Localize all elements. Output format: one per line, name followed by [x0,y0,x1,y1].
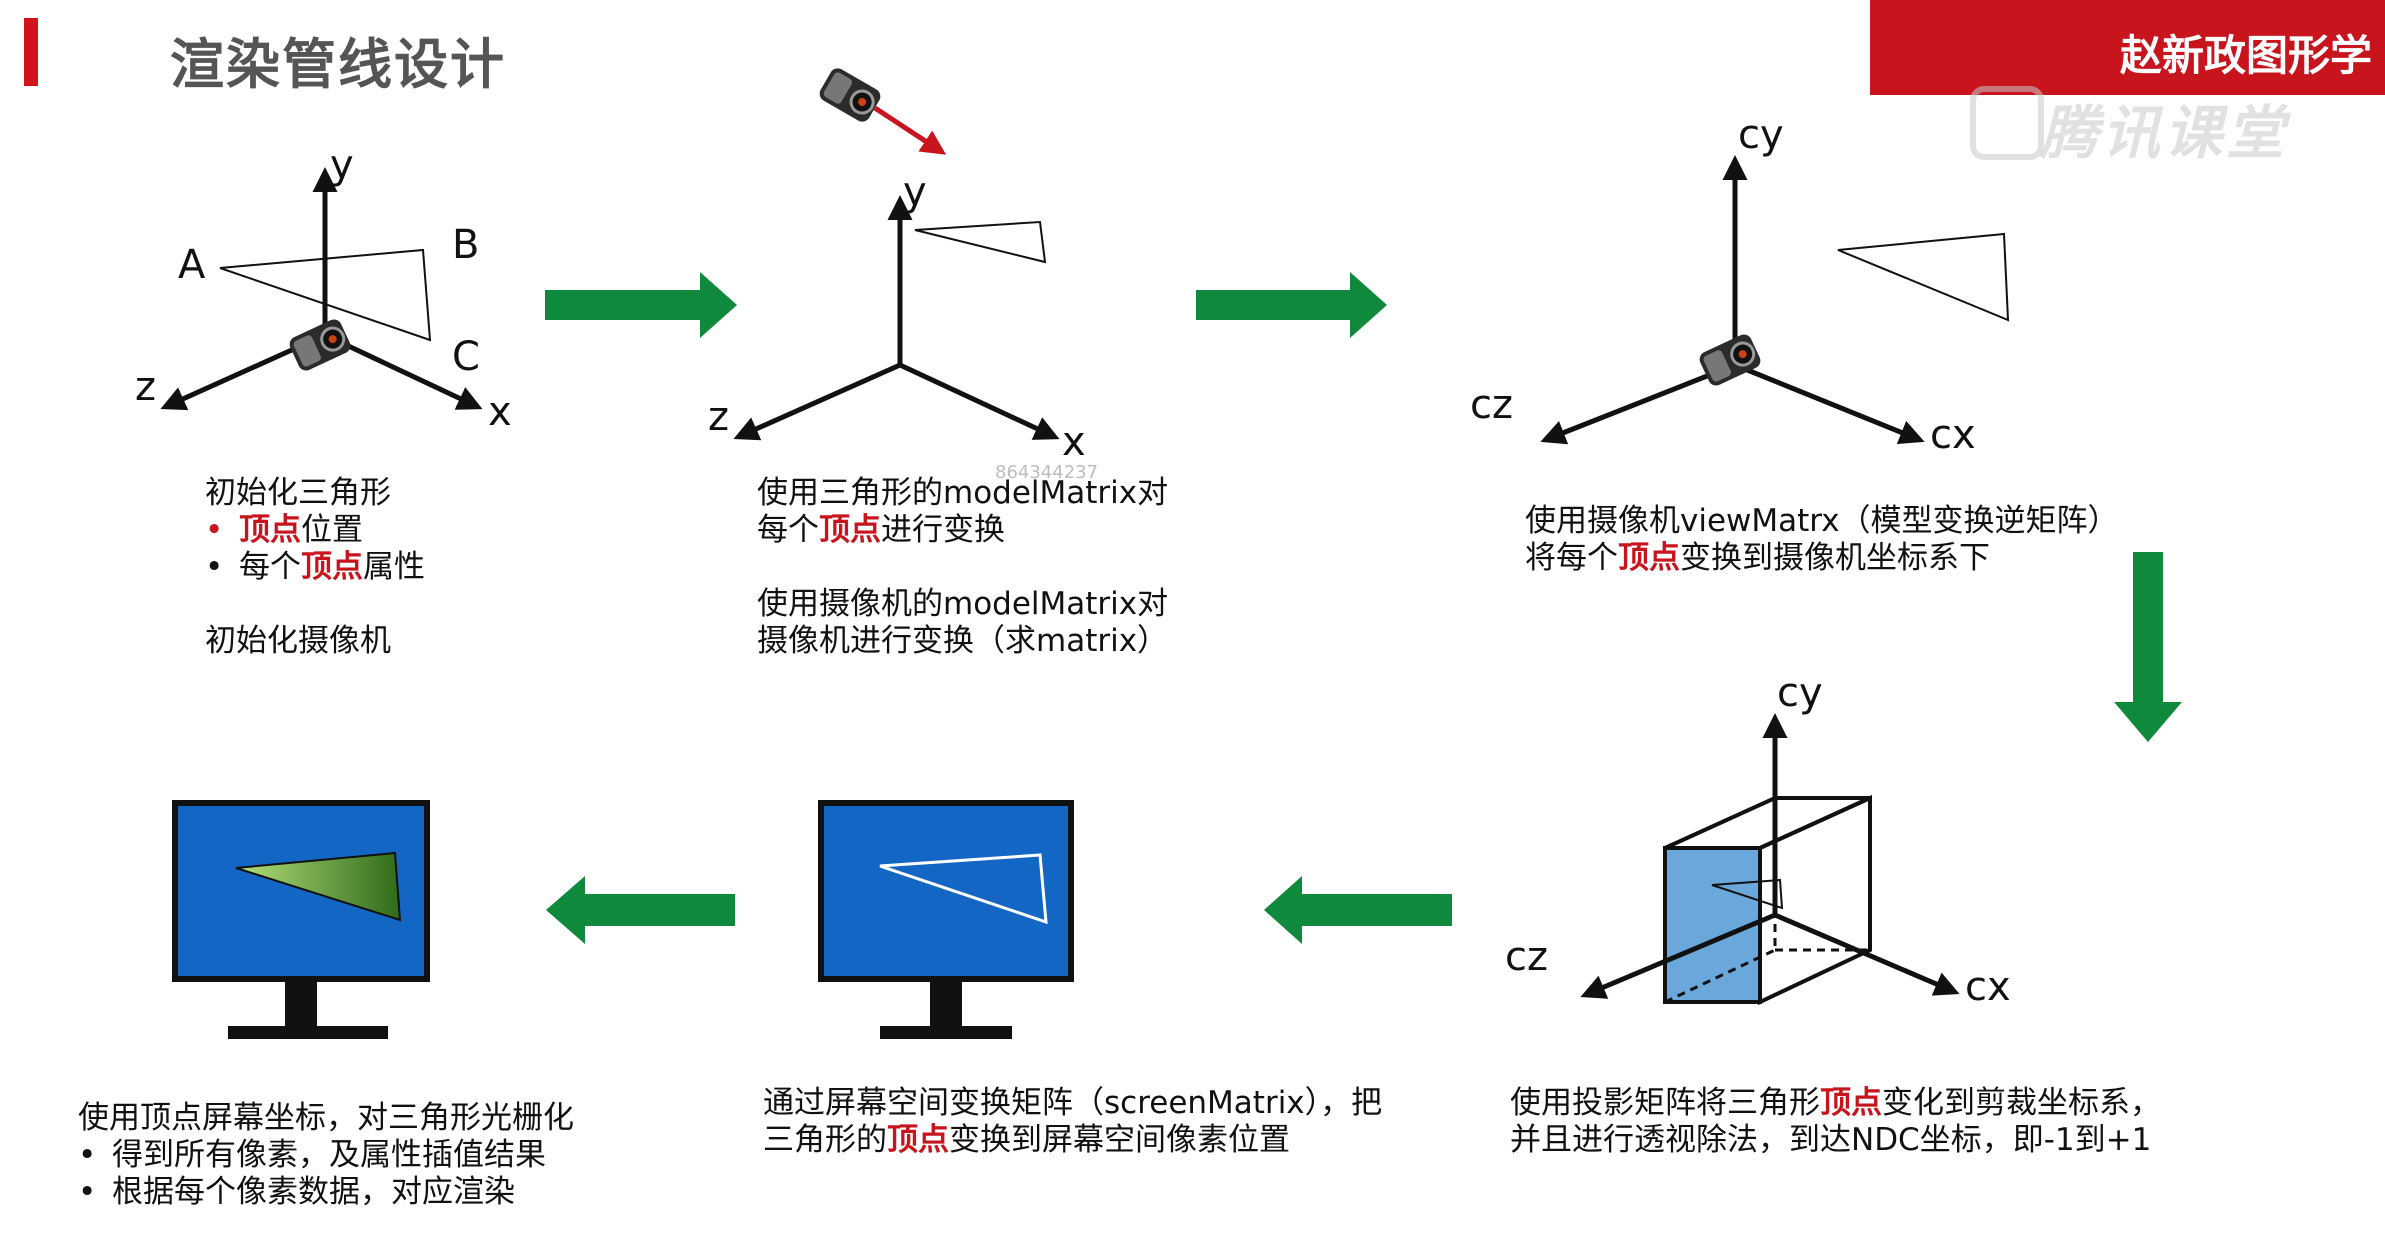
vertex-label-c: C [452,334,480,380]
stage4-y-label: cy [1777,670,1823,716]
green-arrow-down [2114,552,2182,742]
green-arrow-left [546,876,735,944]
stage4-axes: cy cz cx [1505,670,2011,1010]
stage1-z-label: z [135,364,156,410]
stage1-x-axis [323,332,483,410]
watermark-text: 腾讯课堂 [2040,99,2289,167]
stage1-description: 初始化三角形 •顶点位置 •每个顶点属性 初始化摄像机 [205,475,425,660]
id-stamp: 864344237 [995,462,1099,483]
stage4-z-axis [1580,912,1776,999]
stage2-y-label: y [903,169,927,215]
stage2-line1: 使用三角形的modelMatrix对 [757,475,1169,511]
stage2-line4: 摄像机进行变换（求matrix） [757,623,1169,659]
stage4-description: 使用投影矩阵将三角形顶点变化到剪裁坐标系， 并且进行透视除法，到达NDC坐标，即… [1510,1085,2161,1159]
stage2-x-axis [898,362,1060,440]
stage2-x-label: x [1062,419,1086,465]
stage3-axes: cy cz cx [1470,112,1976,458]
stage2-line2: 每个顶点进行变换 [757,512,1005,548]
watermark-play-icon [1970,86,2044,160]
stage1-x-label: x [488,389,512,435]
stage2-z-label: z [708,394,729,440]
stage3-x-label: cx [1930,412,1976,458]
stage4-triangle [1711,878,1784,910]
stage2-triangle [914,220,1047,264]
stage4-x-axis [1774,912,1960,996]
page-title: 渲染管线设计 [170,33,506,96]
stage1-line4: 初始化摄像机 [205,623,391,659]
stage2-description: 使用三角形的modelMatrix对 每个顶点进行变换 使用摄像机的modelM… [757,475,1168,660]
stage3-description: 使用摄像机viewMatrx（模型变换逆矩阵） 将每个顶点变换到摄像机坐标系下 [1525,503,2119,577]
title-accent-bar [24,18,38,86]
stage3-x-axis [1734,362,1925,445]
stage5-triangle [879,853,1048,925]
camera-icon [285,315,355,375]
stage1-axes: y z x [135,142,512,435]
stage3-line2: 将每个顶点变换到摄像机坐标系下 [1525,540,1990,576]
stage1-line1: 初始化三角形 [205,475,391,511]
clip-cube-front-face [1665,848,1760,1002]
stage2-line3: 使用摄像机的modelMatrix对 [757,586,1169,622]
stage6-description: 使用顶点屏幕坐标，对三角形光栅化 •得到所有像素，及属性插值结果 •根据每个像素… [78,1100,574,1211]
stage4-x-label: cx [1965,964,2011,1010]
green-arrow [1196,272,1387,338]
stage6-bullet2: •根据每个像素数据，对应渲染 [78,1174,515,1210]
stage1-bullet1: •顶点位置 [205,512,363,548]
stage1-bullet2: •每个顶点属性 [205,549,425,585]
monitor-icon [172,800,430,1039]
stage3-y-label: cy [1738,112,1784,158]
brand-banner [1870,0,2385,95]
monitor-icon [818,800,1074,1039]
stage5-line2: 三角形的顶点变换到屏幕空间像素位置 [763,1122,1290,1158]
stage3-triangle [1837,232,2010,322]
rasterized-triangle [235,851,402,922]
stage1-triangle [219,248,432,342]
stage4-z-label: cz [1505,934,1548,980]
vertex-label-b: B [452,222,479,268]
stage3-z-label: cz [1470,382,1513,428]
green-arrow-left [1264,876,1452,944]
stage3-z-axis [1540,362,1736,445]
stage6-line1: 使用顶点屏幕坐标，对三角形光栅化 [78,1100,574,1136]
stage6-bullet1: •得到所有像素，及属性插值结果 [78,1137,546,1173]
camera-direction-arrow [873,105,947,155]
green-arrow [545,272,737,338]
stage4-line1: 使用投影矩阵将三角形顶点变化到剪裁坐标系， [1510,1085,2161,1121]
stage1-y-label: y [330,142,354,188]
vertex-label-a: A [178,242,206,288]
camera-icon [1695,330,1765,390]
brand-name: 赵新政图形学 [2120,31,2373,80]
stage4-clip-cube [1663,794,1872,1006]
stage2-z-axis [733,362,902,441]
stage5-line1: 通过屏幕空间变换矩阵（screenMatrix），把 [763,1085,1383,1121]
camera-icon [815,63,885,127]
stage4-line2: 并且进行透视除法，到达NDC坐标，即-1到+1 [1510,1122,2152,1158]
stage5-description: 通过屏幕空间变换矩阵（screenMatrix），把 三角形的顶点变换到屏幕空间… [763,1085,1382,1159]
stage3-line1: 使用摄像机viewMatrx（模型变换逆矩阵） [1525,503,2119,539]
stage2-axes: y z x [708,169,1086,465]
